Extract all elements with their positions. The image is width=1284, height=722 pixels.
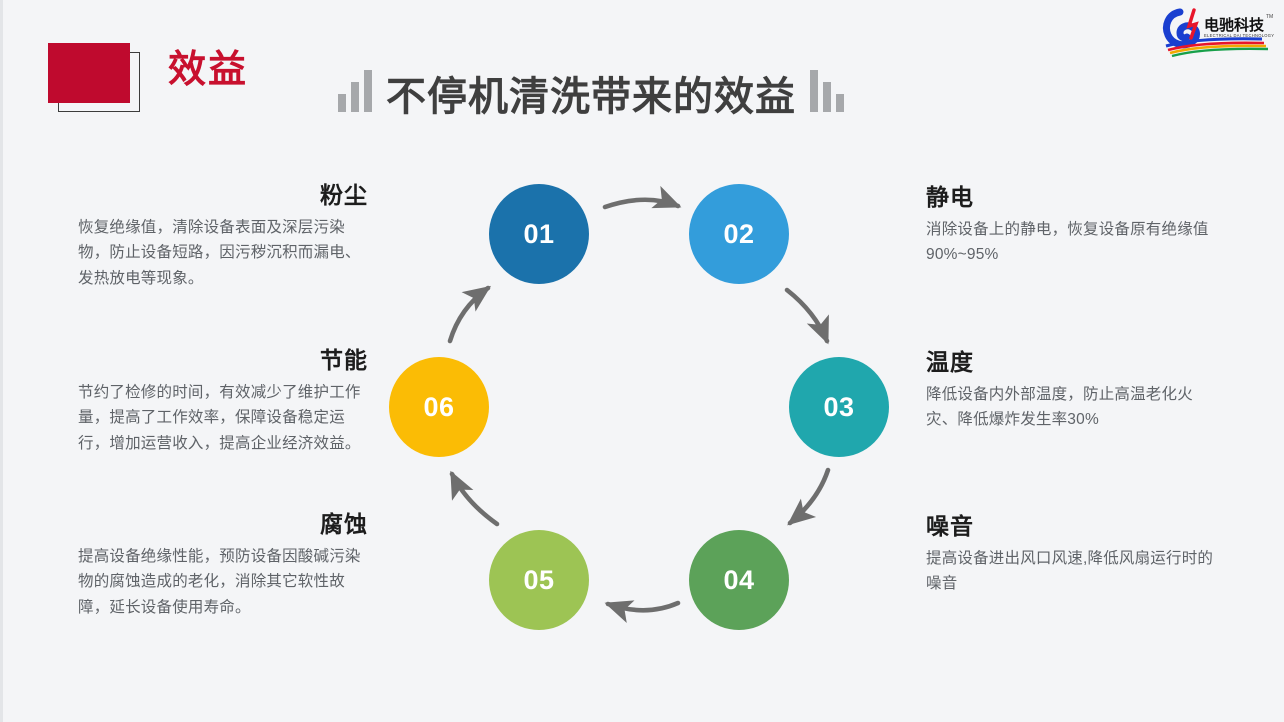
- arrow-06-to-01: [447, 285, 491, 344]
- arrow-04-to-05: [604, 600, 681, 624]
- logo-en-text: ELECTRICAL DAI TECHNOLOGY: [1204, 33, 1274, 38]
- company-logo: 电驰科技 ELECTRICAL DAI TECHNOLOGY TM: [1158, 2, 1276, 58]
- block-dust-title: 粉尘: [320, 182, 368, 208]
- block-static-title: 静电: [926, 184, 974, 210]
- block-corrosion: 腐蚀 提高设备绝缘性能，预防设备因酸碱污染物的腐蚀造成的老化，消除其它软性故障，…: [78, 511, 368, 620]
- block-corrosion-title: 腐蚀: [320, 511, 368, 537]
- logo-cn-text: 电驰科技: [1204, 16, 1265, 34]
- section-tag-label: 效益: [168, 49, 249, 91]
- block-corrosion-text: 提高设备绝缘性能，预防设备因酸碱污染物的腐蚀造成的老化，消除其它软性故障，延长设…: [78, 548, 361, 616]
- block-temperature-title: 温度: [926, 349, 974, 375]
- block-temperature: 温度 降低设备内外部温度，防止高温老化火灾、降低爆炸发生率30%: [926, 349, 1216, 433]
- page-title: 不停机清洗带来的效益: [386, 75, 796, 119]
- arrow-05-to-06: [449, 470, 500, 527]
- cycle-node-03[interactable]: 03: [789, 357, 889, 457]
- cycle-node-01[interactable]: 01: [489, 184, 589, 284]
- block-energy: 节能 节约了检修的时间，有效减少了维护工作量，提高了工作效率，保障设备稳定运行，…: [78, 347, 368, 456]
- block-energy-text: 节约了检修的时间，有效减少了维护工作量，提高了工作效率，保障设备稳定运行，增加运…: [78, 384, 361, 452]
- block-noise-title: 噪音: [926, 513, 974, 539]
- bar-chart-decoration-left: [338, 66, 372, 117]
- block-noise: 噪音 提高设备进出风口风速,降低风扇运行时的噪音: [926, 513, 1216, 597]
- block-temperature-text: 降低设备内外部温度，防止高温老化火灾、降低爆炸发生率30%: [926, 386, 1193, 429]
- block-static: 静电 消除设备上的静电，恢复设备原有绝缘值90%~95%: [926, 184, 1216, 268]
- block-static-text: 消除设备上的静电，恢复设备原有绝缘值90%~95%: [926, 221, 1209, 264]
- cycle-node-05[interactable]: 05: [489, 530, 589, 630]
- left-edge-rule: [0, 0, 3, 722]
- block-dust-text: 恢复绝缘值，清除设备表面及深层污染物，防止设备短路，因污秽沉积而漏电、发热放电等…: [78, 219, 361, 287]
- logo-tm-mark: TM: [1266, 14, 1273, 20]
- arrow-01-to-02: [602, 185, 682, 210]
- block-energy-title: 节能: [320, 347, 368, 373]
- cycle-node-04[interactable]: 04: [689, 530, 789, 630]
- block-noise-text: 提高设备进出风口风速,降低风扇运行时的噪音: [926, 550, 1214, 593]
- block-dust: 粉尘 恢复绝缘值，清除设备表面及深层污染物，防止设备短路，因污秽沉积而漏电、发热…: [78, 182, 368, 291]
- bar-chart-decoration-right: [810, 66, 844, 117]
- title-group: 不停机清洗带来的效益: [338, 66, 844, 117]
- arrow-02-to-03: [784, 287, 830, 345]
- tag-red-square: [48, 43, 130, 103]
- cycle-node-02[interactable]: 02: [689, 184, 789, 284]
- cycle-node-06[interactable]: 06: [389, 357, 489, 457]
- arrow-03-to-04: [787, 467, 831, 526]
